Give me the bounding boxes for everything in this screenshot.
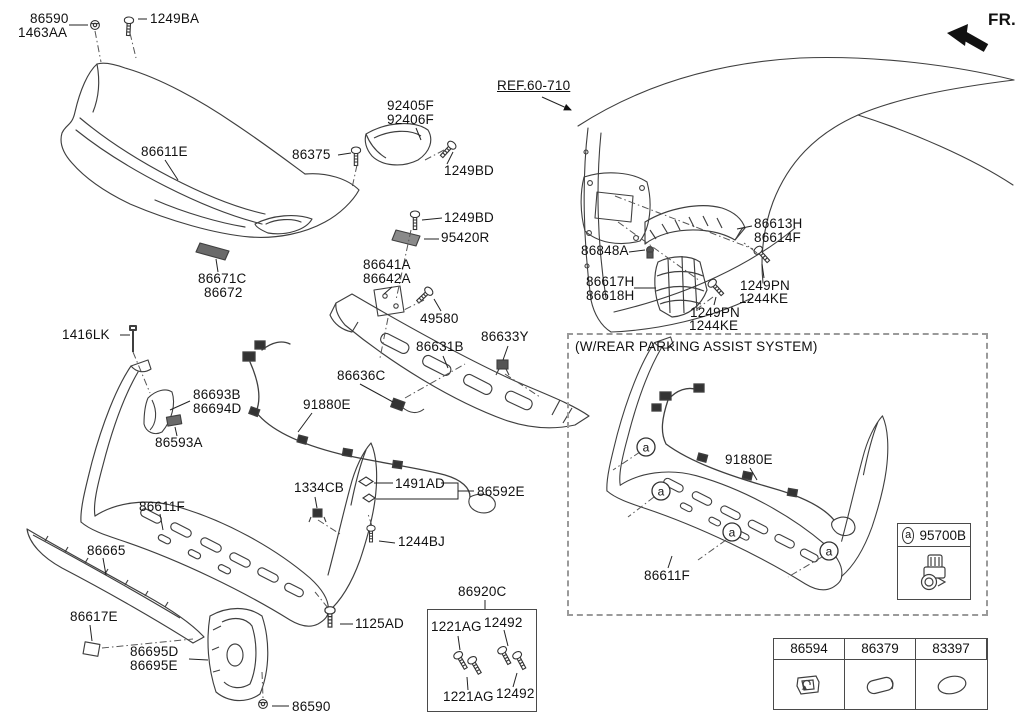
part-label-86695e: 86695E: [130, 658, 178, 673]
part-label-86613h: 86613H: [754, 216, 803, 231]
table-header-83397: 83397: [916, 639, 987, 660]
part-label-1221ag-top: 1221AG: [431, 619, 482, 634]
fr-direction-arrow-icon: [947, 24, 989, 52]
bumper-cover-upper-drawing: [60, 62, 360, 261]
part-label-86592e: 86592E: [477, 484, 525, 499]
connector-drawing: [389, 397, 425, 414]
clips-drawing: [308, 246, 654, 523]
part-label-1249bd-2: 1249BD: [444, 210, 494, 225]
quarter-panel-drawing: [577, 56, 1015, 333]
table-cell-oval-plug: [916, 660, 987, 709]
side-bracket-drawing: [644, 205, 746, 245]
part-label-86617e: 86617E: [70, 609, 118, 624]
part-label-86611f-left: 86611F: [139, 499, 185, 514]
part-label-86665: 86665: [87, 543, 126, 558]
oval-plug-icon: [937, 675, 966, 694]
bumper-reinforcement-drawing: [329, 293, 590, 429]
part-label-1125ad: 1125AD: [355, 616, 404, 631]
part-label-86614f: 86614F: [754, 230, 801, 245]
rect-plug-icon: [866, 676, 894, 694]
part-label-49580: 49580: [420, 311, 459, 326]
part-label-86611f-box: 86611F: [644, 568, 690, 583]
retainer-clip-icon: [796, 674, 820, 695]
parking-harness-drawing: [242, 340, 496, 514]
marker-a-2: a: [658, 485, 665, 499]
parking-assist-group-box: [567, 333, 988, 616]
part-label-86611e: 86611E: [141, 144, 188, 159]
fasteners: [90, 16, 773, 709]
part-label-1249pn-right: 1249PN: [740, 278, 790, 293]
part-label-86633y: 86633Y: [481, 329, 529, 344]
marker-a-1: a: [643, 441, 650, 455]
hardware-kit-box: [427, 609, 537, 712]
part-label-91880e-left: 91880E: [303, 397, 351, 412]
part-label-1249bd-1: 1249BD: [444, 163, 494, 178]
part-label-1491ad: 1491AD: [395, 476, 445, 491]
part-label-86920c: 86920C: [458, 584, 507, 599]
energy-absorber-drawing: [654, 255, 708, 318]
marker-a-4: a: [826, 545, 833, 559]
part-label-86672: 86672: [204, 285, 243, 300]
sensor-part-number: 95700B: [919, 527, 966, 543]
part-label-1334cb: 1334CB: [294, 480, 344, 495]
part-label-1244ke-left: 1244KE: [689, 318, 739, 333]
part-label-86694d: 86694D: [193, 401, 242, 416]
part-label-1463aa: 1463AA: [18, 25, 68, 40]
part-label-86631b: 86631B: [416, 339, 464, 354]
sensor-legend-body: [898, 547, 970, 599]
plug-reference-table: 86594 86379 83397: [773, 638, 988, 710]
part-label-86375: 86375: [292, 147, 331, 162]
marker-a-3: a: [729, 526, 736, 540]
lower-strip-drawing: [26, 528, 205, 657]
part-label-1249pn-left: 1249PN: [690, 305, 740, 320]
leader-lines: [69, 18, 765, 707]
part-label-95420r: 95420R: [441, 230, 490, 245]
part-label-86695d: 86695D: [130, 644, 179, 659]
table-header-86379: 86379: [845, 639, 916, 660]
part-label-86590-upper: 86590: [30, 11, 69, 26]
part-label-86590-lower: 86590: [292, 699, 331, 714]
part-label-1249ba: 1249BA: [150, 11, 200, 26]
part-label-86671c: 86671C: [198, 271, 247, 286]
part-label-86593a: 86593A: [155, 435, 203, 450]
parking-box-title: (W/REAR PARKING ASSIST SYSTEM): [575, 339, 818, 354]
side-marker-lamp-drawing: [364, 123, 432, 166]
part-label-86848a: 86848A: [581, 243, 629, 258]
part-label-1244bj: 1244BJ: [398, 534, 445, 549]
parking-harness-box-drawing: [651, 383, 856, 536]
side-mount-bracket-drawing: [207, 607, 269, 702]
sensor-markers: a a a a: [636, 437, 839, 561]
part-label-91880e-box: 91880E: [725, 452, 773, 467]
table-cell-clip: [774, 660, 845, 709]
part-label-86642a: 86642A: [363, 271, 411, 286]
axis-lines: [94, 30, 823, 699]
part-label-1416lk: 1416LK: [62, 327, 110, 342]
table-header-86594: 86594: [774, 639, 845, 660]
sensor-legend-box: a 95700B: [897, 523, 971, 600]
part-label-86693b: 86693B: [193, 387, 241, 402]
part-label-12492-bottom: 12492: [496, 686, 535, 701]
part-label-92406f: 92406F: [387, 112, 434, 127]
parking-sensor-icon: [920, 554, 947, 591]
part-label-86636c: 86636C: [337, 368, 386, 383]
marker-a-legend: a: [902, 526, 915, 544]
ref-callout: REF.60-710: [497, 78, 571, 93]
part-label-1244ke-right: 1244KE: [739, 291, 789, 306]
part-label-86618h: 86618H: [586, 288, 635, 303]
part-label-12492-top: 12492: [484, 615, 523, 630]
part-label-86617h: 86617H: [586, 274, 635, 289]
fr-direction-label: FR.: [988, 10, 1016, 29]
table-cell-rect-plug: [845, 660, 916, 709]
part-label-86641a: 86641A: [363, 257, 411, 272]
sensor-legend-header: a 95700B: [898, 524, 970, 547]
part-label-92405f: 92405F: [387, 98, 434, 113]
part-label-1221ag-bottom: 1221AG: [443, 689, 494, 704]
